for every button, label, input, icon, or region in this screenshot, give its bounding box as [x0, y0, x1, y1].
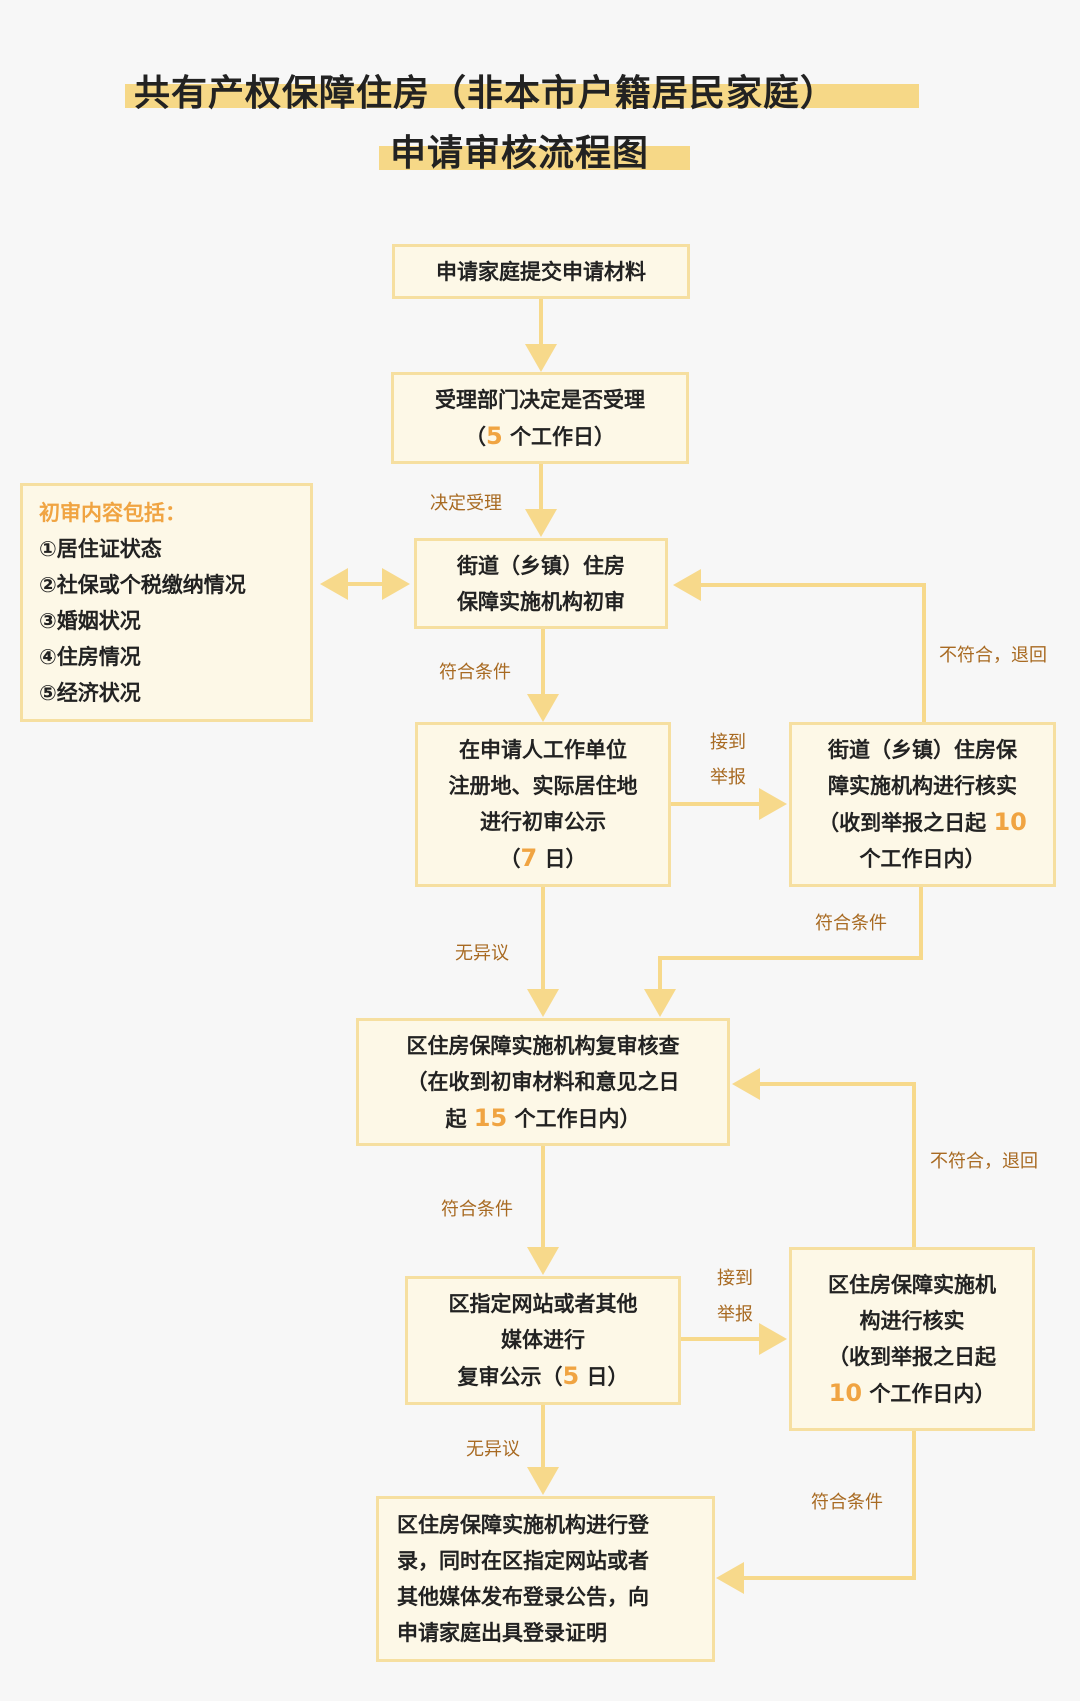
arrow-qualified-2 [644, 887, 923, 1017]
title-highlight [125, 84, 919, 108]
step-text: 媒体进行 [501, 1328, 585, 1352]
step-text: 复审公示（ [457, 1365, 563, 1389]
title-highlight [379, 146, 690, 170]
step-text: 进行初审公示 [480, 810, 606, 834]
step-text: 注册地、实际居住地 [448, 774, 638, 798]
step-text: 日） [537, 847, 587, 871]
label-report: 举报 [717, 1304, 753, 1325]
step-text: （ [464, 424, 486, 449]
step-initial-review: 街道（乡镇）住房 保障实施机构初审 [414, 538, 668, 629]
step-register: 区住房保障实施机构进行登 录，同时在区指定网站或者 其他媒体发布登录公告，向 申… [376, 1496, 715, 1662]
step-text: 区住房保障实施机构进行登 [397, 1513, 649, 1537]
step-text: 在申请人工作单位 [459, 738, 627, 762]
step-text: 区住房保障实施机 [828, 1272, 996, 1297]
contents-item: ②社保或个税缴纳情况 [39, 572, 246, 597]
label-qualified: 符合条件 [439, 662, 511, 683]
label-qualified: 符合条件 [811, 1492, 883, 1513]
step-text: 构进行核实 [859, 1308, 965, 1333]
label-qualified: 符合条件 [441, 1199, 513, 1220]
step-text: 个工作日内） [862, 1381, 996, 1406]
step-text: 录，同时在区指定网站或者 [397, 1549, 649, 1573]
label-decide-accept: 决定受理 [430, 493, 502, 514]
contents-item: ⑤经济状况 [39, 680, 141, 705]
step-text: 保障实施机构初审 [457, 589, 625, 614]
step-text: （收到举报之日起 [818, 811, 994, 835]
initial-review-contents: 初审内容包括： ①居住证状态 ②社保或个税缴纳情况 ③婚姻状况 ④住房情况 ⑤经… [20, 483, 313, 722]
contents-heading: 初审内容包括： [39, 500, 186, 525]
step-submit: 申请家庭提交申请材料 [392, 244, 690, 299]
step-initial-publicity: 在申请人工作单位 注册地、实际居住地 进行初审公示 （7 日） [415, 722, 671, 887]
contents-item: ①居住证状态 [39, 536, 162, 561]
step-text: 受理部门决定是否受理 [435, 387, 645, 412]
step-accept: 受理部门决定是否受理 （5 个工作日） [391, 372, 689, 464]
days-number: 10 [828, 1378, 863, 1407]
step-text: （收到举报之日起 [828, 1344, 996, 1369]
label-no-objection: 无异议 [466, 1439, 520, 1460]
label-reject: 不符合，退回 [930, 1151, 1038, 1172]
label-report: 接到 [717, 1268, 753, 1289]
step-text: 区住房保障实施机构复审核查 [406, 1033, 680, 1058]
arrow-reject-1 [673, 569, 926, 722]
label-report: 接到 [710, 732, 746, 753]
step-text: 街道（乡镇）住房保 [828, 738, 1017, 762]
step-text: 申请家庭提交申请材料 [436, 259, 646, 284]
page-title-line1: 共有产权保障住房（非本市户籍居民家庭） [134, 73, 838, 114]
days-number: 15 [473, 1103, 508, 1132]
label-reject: 不符合，退回 [939, 645, 1047, 666]
step-text: （在收到初审材料和意见之日 [406, 1069, 680, 1094]
step-text: 申请家庭出具登录证明 [397, 1621, 607, 1645]
arrow-qualified-4 [716, 1431, 916, 1594]
step-text: 街道（乡镇）住房 [457, 553, 625, 578]
step-text: 障实施机构进行核实 [828, 774, 1017, 798]
days-number: 7 [520, 844, 538, 872]
step-text: 日） [579, 1365, 629, 1389]
days-number: 5 [562, 1362, 580, 1390]
days-number: 5 [485, 421, 503, 450]
label-no-objection: 无异议 [455, 943, 509, 964]
step-street-verify: 街道（乡镇）住房保 障实施机构进行核实 （收到举报之日起 10 个工作日内） [789, 722, 1056, 887]
step-review-publicity: 区指定网站或者其他 媒体进行 复审公示（5 日） [405, 1276, 681, 1405]
step-text: 起 [445, 1106, 474, 1131]
label-report: 举报 [710, 767, 746, 788]
step-text: 个工作日内） [507, 1106, 641, 1131]
contents-item: ④住房情况 [39, 644, 141, 669]
step-text: 个工作日） [502, 424, 615, 449]
step-text: （ [499, 847, 521, 871]
contents-item: ③婚姻状况 [39, 608, 141, 633]
days-number: 10 [993, 808, 1027, 836]
step-district-review: 区住房保障实施机构复审核查 （在收到初审材料和意见之日 起 15 个工作日内） [356, 1018, 730, 1146]
page-title-line2: 申请审核流程图 [390, 133, 650, 174]
arrow-reject-2 [732, 1068, 916, 1247]
step-district-verify: 区住房保障实施机 构进行核实 （收到举报之日起 10 个工作日内） [789, 1247, 1035, 1431]
step-text: 区指定网站或者其他 [448, 1292, 638, 1316]
step-text: 个工作日内） [859, 847, 986, 871]
label-qualified: 符合条件 [815, 913, 887, 934]
step-text: 其他媒体发布登录公告，向 [397, 1585, 649, 1609]
